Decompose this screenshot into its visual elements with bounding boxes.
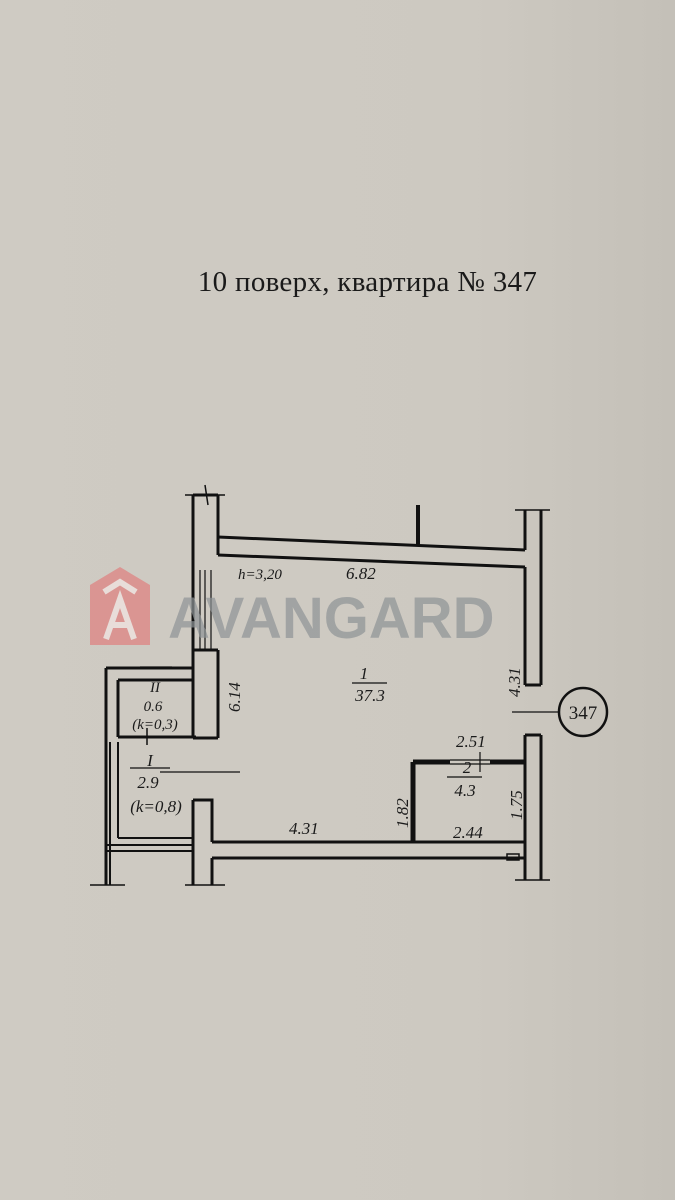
room2-partition [410, 759, 525, 842]
dim-left: 6.14 [225, 682, 244, 712]
balcony2-area: 0.6 [144, 699, 163, 715]
window-left [199, 570, 212, 650]
top-wall [217, 535, 526, 569]
room1-number: 1 [360, 664, 369, 683]
room2-area: 4.3 [454, 781, 475, 800]
watermark-logo [90, 567, 150, 645]
ceiling-height: h=3,20 [238, 567, 282, 583]
dim-room2-right: 1.75 [507, 790, 526, 820]
balcony2-coef: (k=0,3) [132, 717, 178, 733]
left-wall-mid [191, 648, 220, 740]
dim-room2-bottom: 2.44 [453, 823, 483, 842]
dim-right: 4.31 [505, 667, 524, 697]
bottom-wall [212, 840, 525, 860]
dim-top: 6.82 [346, 564, 376, 583]
balcony1-area: 2.9 [137, 773, 159, 792]
balcony1-number: I [146, 751, 154, 770]
balcony1-coef: (k=0,8) [130, 797, 182, 816]
room2-number: 2 [463, 758, 472, 777]
balcony2-number: II [149, 680, 161, 696]
apartment-number: 347 [569, 703, 598, 724]
room1-area: 37.3 [354, 686, 385, 705]
watermark-text: AVANGARD [168, 586, 495, 651]
page-title: 10 поверх, квартира № 347 [197, 266, 538, 298]
right-wall [523, 510, 543, 880]
dim-room2-left: 1.82 [393, 798, 412, 828]
balcony-I [105, 742, 193, 885]
walls [90, 484, 609, 886]
left-wall-bottom [191, 798, 214, 885]
dim-bottom: 4.31 [289, 819, 319, 838]
apartment-marker [557, 686, 609, 738]
dim-room2-top: 2.51 [456, 732, 486, 751]
